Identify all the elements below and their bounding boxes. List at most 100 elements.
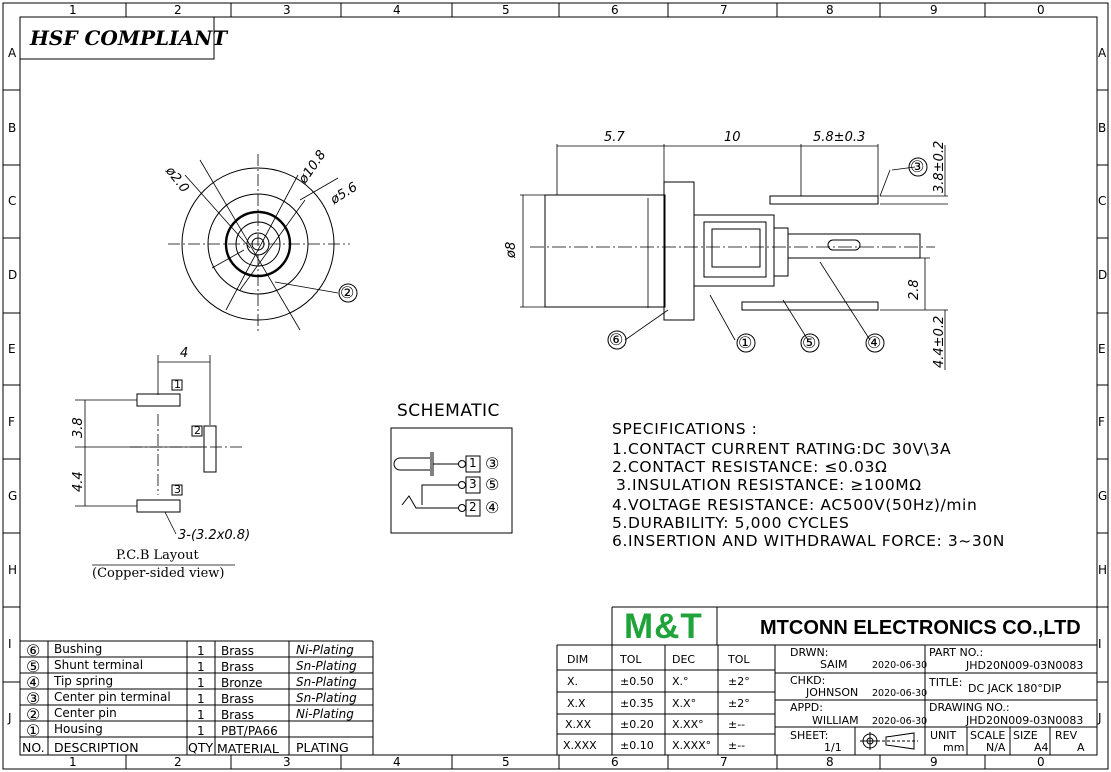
side-callout-4: ④ (867, 333, 882, 352)
col-label-bottom: 7 (720, 755, 728, 769)
bom-header-qty: QTY (188, 740, 214, 755)
company-logo: M&T (624, 607, 703, 646)
col-label: 8 (826, 3, 834, 17)
bom-no: ④ (26, 673, 41, 692)
col-label-bottom: 3 (283, 755, 291, 769)
front-view (168, 154, 358, 334)
bom-qty: 1 (197, 708, 205, 722)
col-label: 1 (69, 3, 77, 17)
bom-header-material: MATERIAL (217, 741, 279, 756)
spec-item: 1.CONTACT CURRENT RATING:DC 30V\3A (612, 440, 952, 458)
pcb-pin-1: 1 (174, 378, 181, 391)
col-label-bottom: 9 (930, 755, 938, 769)
spec-item: 2.CONTACT RESISTANCE: ≤0.03Ω (612, 458, 888, 476)
hsf-compliant-label: HSF COMPLIANT (30, 26, 228, 50)
bom-material: Brass (221, 644, 255, 658)
tol-cell: X.X° (672, 697, 697, 710)
tol-cell: ±0.50 (620, 675, 654, 688)
col-label: 4 (393, 3, 401, 17)
tol-cell: ±2° (728, 697, 750, 710)
schematic-pin: 1 (469, 456, 477, 470)
bom-plating: Sn-Plating (296, 659, 357, 673)
tol-cell: X.XX (565, 718, 592, 731)
appd-label: APPD: (790, 701, 823, 714)
bom-plating: Sn-Plating (296, 691, 357, 705)
row-label: J (8, 711, 12, 725)
drawing-no-label: DRAWING NO.: (929, 701, 1010, 714)
side-view (520, 144, 948, 370)
pcb-layout-subtitle: (Copper-sided view) (92, 566, 225, 581)
bom-header-no: NO. (22, 740, 45, 755)
projection-icon (858, 731, 922, 751)
row-label: C (8, 194, 17, 208)
pcb-dim-lower: 4.4 (71, 471, 86, 492)
pcb-dim-holes: 3-(3.2x0.8) (178, 528, 251, 543)
row-label-right: J (1098, 711, 1102, 725)
dim-h3: 4.4±0.2 (932, 315, 947, 368)
bom-plating: Sn-Plating (296, 675, 357, 689)
pcb-dim-upper: 3.8 (71, 417, 86, 438)
row-label-right: H (1098, 563, 1108, 577)
col-label-bottom: 1 (69, 755, 77, 769)
part-no-label: PART NO.: (929, 646, 984, 659)
chkd-name: JOHNSON (806, 686, 859, 699)
row-label-right: I (1098, 637, 1102, 651)
tol-cell: ±0.10 (620, 739, 654, 752)
row-label: H (8, 563, 18, 577)
col-label-bottom: 5 (502, 755, 510, 769)
bom-plating: Ni-Plating (296, 707, 354, 721)
title-label: TITLE: (929, 676, 963, 689)
col-label-bottom: 0 (1037, 755, 1045, 769)
bom-table-grid (20, 640, 374, 755)
side-callout-5: ⑤ (802, 333, 817, 352)
col-label: 3 (283, 3, 291, 17)
pcb-pin-2: 2 (194, 424, 201, 437)
tol-cell: X.XXX° (672, 739, 712, 752)
spec-item: 3.INSULATION RESISTANCE: ≥100MΩ (616, 476, 922, 494)
title-block-grid (556, 606, 1097, 755)
spec-item: 5.DURABILITY: 5,000 CYCLES (612, 514, 850, 532)
row-label: F (8, 415, 15, 429)
tol-cell: X.X (567, 697, 586, 710)
bom-description: Shunt terminal (54, 658, 144, 672)
col-label-bottom: 2 (174, 755, 182, 769)
bom-qty: 1 (197, 660, 205, 674)
front-callout: ② (340, 283, 355, 302)
front-centerlines (168, 154, 350, 334)
appd-name: WILLIAM (812, 714, 859, 727)
col-label: 2 (174, 3, 182, 17)
unit-value: mm (943, 741, 965, 754)
row-label-right: D (1098, 268, 1108, 282)
tol-cell: X.° (672, 675, 689, 688)
bom-material: Bronze (221, 676, 263, 690)
spec-item: 6.INSERTION AND WITHDRAWAL FORCE: 3~30N (612, 532, 1005, 550)
sheet-value: 1/1 (824, 741, 842, 754)
bom-no: ⑥ (26, 641, 41, 660)
pcb-dim-width: 4 (180, 346, 189, 361)
side-callout-6: ⑥ (609, 330, 624, 349)
tol-cell: ±2° (728, 675, 750, 688)
row-label-right: E (1098, 342, 1106, 356)
schematic-pin: 3 (469, 477, 477, 491)
row-label-right: G (1098, 489, 1108, 503)
col-label-bottom: 8 (826, 755, 834, 769)
tol-cell: X.XX° (672, 718, 704, 731)
bom-description: Center pin (54, 706, 117, 720)
size-label: SIZE (1013, 729, 1038, 742)
schematic-part: ③ (485, 454, 500, 473)
row-label-right: C (1098, 194, 1107, 208)
tol-header: TOL (728, 653, 750, 666)
bom-qty: 1 (197, 644, 205, 658)
scale-value: N/A (986, 741, 1006, 754)
schematic-title: SCHEMATIC (397, 401, 500, 421)
col-label-bottom: 6 (611, 755, 619, 769)
row-label-right: A (1098, 46, 1107, 60)
drwn-label: DRWN: (790, 646, 829, 659)
schematic (390, 427, 513, 534)
bom-qty: 1 (197, 724, 205, 738)
sheet-label: SHEET: (790, 729, 829, 742)
chkd-label: CHKD: (790, 674, 826, 687)
tol-cell: ±0.35 (620, 697, 654, 710)
